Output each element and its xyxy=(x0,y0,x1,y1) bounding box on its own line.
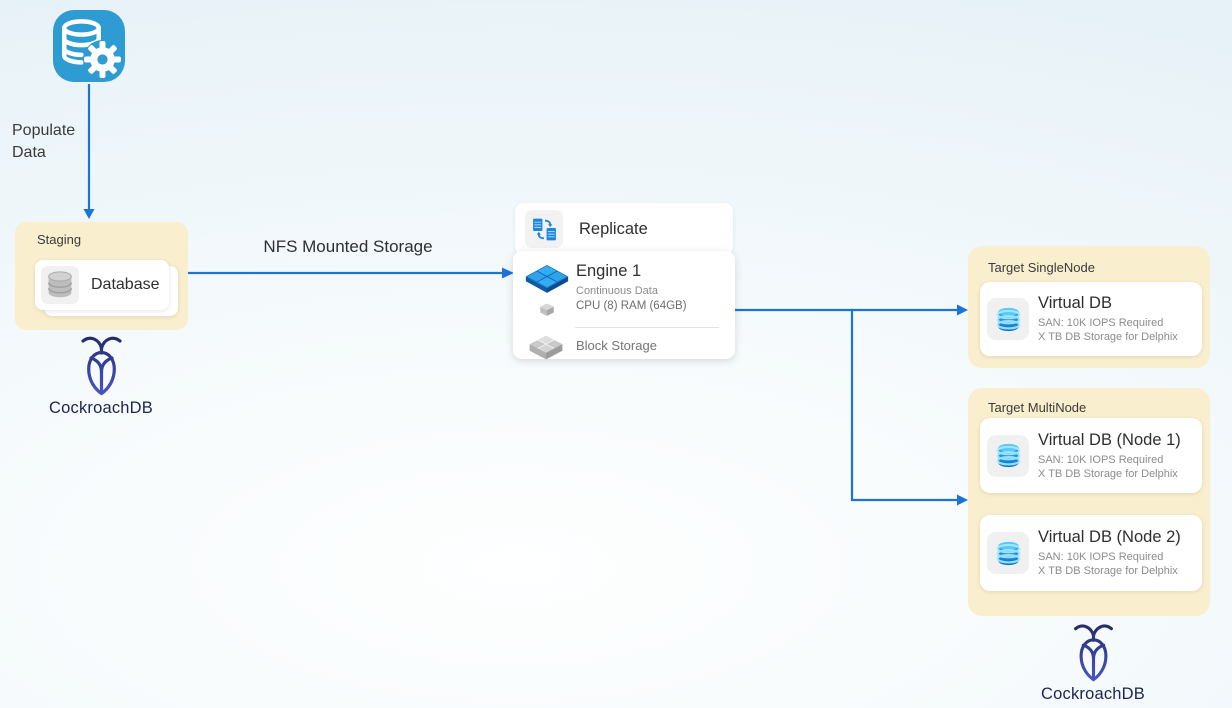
database-gear-icon xyxy=(53,10,125,82)
replicate-label: Replicate xyxy=(579,219,648,238)
virtual-db-title: Virtual DB xyxy=(1038,294,1112,312)
database-card-label: Database xyxy=(91,276,160,293)
staging-group: Staging Database xyxy=(15,222,188,330)
virtual-db-node1-san-line: SAN: 10K IOPS Required xyxy=(1038,453,1164,466)
target-singlenode-group: Target SingleNode Virtual DB SAN: 10K IO… xyxy=(968,246,1210,368)
database-card: Database xyxy=(35,260,169,310)
block-storage-cubes-icon xyxy=(529,335,563,360)
populate-data-label: Populate Data xyxy=(12,122,76,161)
target-singlenode-title: Target SingleNode xyxy=(988,260,1095,275)
virtual-database-icon xyxy=(987,434,1029,477)
database-cylinder-icon xyxy=(41,266,79,304)
replicate-card: Replicate xyxy=(515,203,733,255)
virtual-db-node2-san-line: SAN: 10K IOPS Required xyxy=(1038,551,1164,563)
engine-cubes-icon xyxy=(525,264,569,316)
engine-title: Engine 1 xyxy=(576,262,642,280)
target-multinode-title: Target MultiNode xyxy=(988,400,1087,415)
cockroachdb-logo-staging: CockroachDB xyxy=(36,331,166,418)
engine-subtitle-continuous-data: Continuous Data xyxy=(576,285,658,297)
virtual-db-node2-card: Virtual DB (Node 2) SAN: 10K IOPS Requir… xyxy=(980,515,1202,591)
cockroachdb-label: CockroachDB xyxy=(49,399,153,417)
engine-subtitle-cpu-ram: CPU (8) RAM (64GB) xyxy=(576,300,687,312)
virtual-database-icon xyxy=(987,532,1029,574)
virtual-database-icon xyxy=(987,298,1029,340)
target-multinode-group: Target MultiNode Virtual DB (Node 1) SAN… xyxy=(968,388,1210,616)
staging-group-title: Staging xyxy=(37,232,82,247)
engine-card-divider xyxy=(575,327,719,328)
virtual-db-node2-title: Virtual DB (Node 2) xyxy=(1038,528,1181,546)
database-card-stack: Database xyxy=(35,260,178,316)
virtual-db-storage-line: X TB DB Storage for Delphix xyxy=(1038,331,1178,343)
engine-card: Engine 1 Continuous Data CPU (8) RAM (64… xyxy=(513,251,735,360)
virtual-db-san-line: SAN: 10K IOPS Required xyxy=(1038,317,1164,329)
block-storage-label: Block Storage xyxy=(576,338,657,353)
cockroachdb-logo-target: CockroachDB xyxy=(1028,619,1158,704)
arrow-engine-to-multi xyxy=(850,310,958,502)
virtual-db-node1-storage-line: X TB DB Storage for Delphix xyxy=(1038,467,1178,480)
virtual-db-node2-storage-line: X TB DB Storage for Delphix xyxy=(1038,565,1178,577)
virtual-db-card: Virtual DB SAN: 10K IOPS Required X TB D… xyxy=(980,282,1202,356)
virtual-db-node1-card: Virtual DB (Node 1) SAN: 10K IOPS Requir… xyxy=(980,418,1202,493)
cockroachdb-logo-icon xyxy=(1073,624,1113,682)
cockroachdb-logo-icon xyxy=(80,336,122,396)
nfs-arrow-label: NFS Mounted Storage xyxy=(263,237,433,256)
virtual-db-node1-title: Virtual DB (Node 1) xyxy=(1038,430,1181,449)
cockroachdb-label: CockroachDB xyxy=(1041,685,1145,703)
replicate-sync-icon xyxy=(525,210,563,248)
